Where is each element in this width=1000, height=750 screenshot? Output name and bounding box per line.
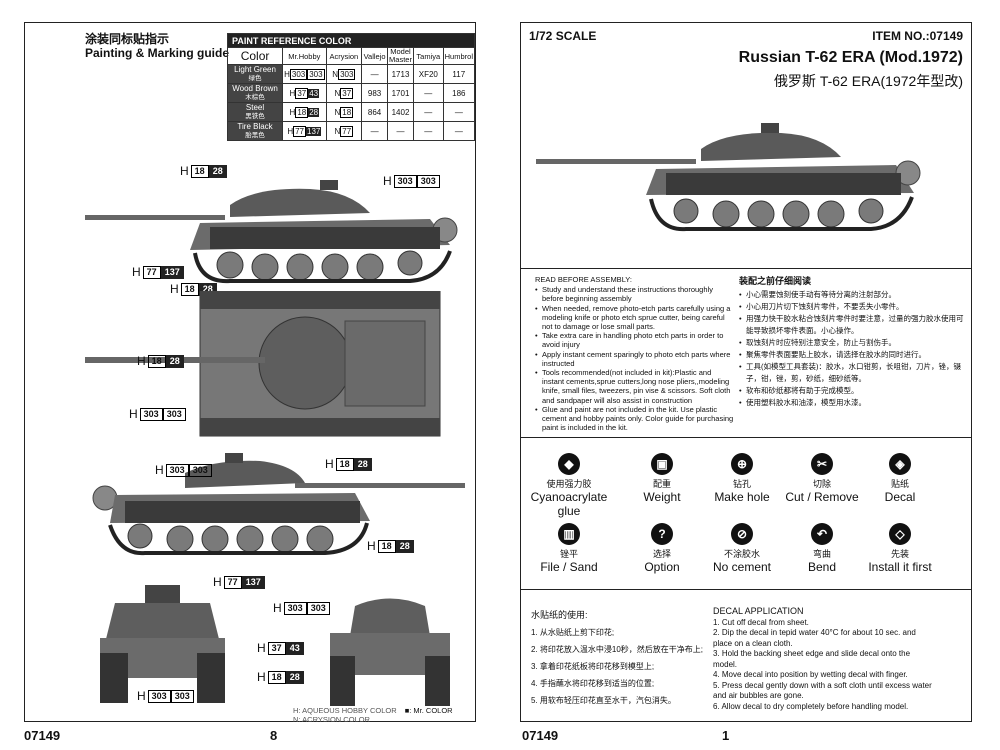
item-number: ITEM NO.:07149 <box>872 29 963 43</box>
read-before-heading-en: READ BEFORE ASSEMBLY: <box>535 275 632 284</box>
tank-side-view-right <box>92 453 465 556</box>
col-mrhobby: Mr.Hobby <box>282 47 327 65</box>
decal-section <box>521 589 971 590</box>
tank-side-view-left <box>85 180 458 284</box>
color-legend: H: AQUEOUS HOBBY COLOR ■: Mr. COLOR N: A… <box>293 706 453 724</box>
scale-label: 1/72 SCALE <box>529 29 597 43</box>
question-icon: ? <box>651 523 673 545</box>
glue-icon: ◆ <box>558 453 580 475</box>
right-item-code: 07149 <box>522 728 559 743</box>
left-page-number: 8 <box>270 728 278 743</box>
decal-step-en: 3. Hold the backing sheet edge and slide… <box>713 649 911 669</box>
col-acrysion: Acrysion <box>325 47 363 65</box>
instruction-item-cn: 聚焦零件表面要贴上胶水，请选择在胶水的同时进行。 <box>739 349 964 361</box>
no-glue-icon: ⊘ <box>731 523 753 545</box>
weight-icon: ▣ <box>651 453 673 475</box>
col-color: Color <box>226 47 284 65</box>
instructions-cn: 装配之前仔细阅读 小心需要蚀刻使手动有等待分离的注射部分。 小心用刀片切下蚀刻片… <box>739 275 964 409</box>
decal-icon: ◈ <box>889 453 911 475</box>
col-tamiya: Tamiya <box>412 47 444 65</box>
decal-step-en: 4. Move decal into position by wetting d… <box>713 670 908 679</box>
col-modelmaster: Model Master <box>387 47 414 65</box>
tank-top-view <box>85 291 441 437</box>
read-before-section <box>521 268 971 438</box>
instruction-item: Tools recommended(not included in kit):P… <box>535 368 735 405</box>
painting-guide-page: 涂装同标贴指示 Painting & Marking guide PAINT R… <box>24 22 476 724</box>
instruction-item-cn: 取蚀刻片时应特别注意安全，防止与割伤手。 <box>739 337 964 349</box>
read-before-heading-cn: 装配之前仔细阅读 <box>739 276 812 286</box>
instruction-item: Take extra care in handling photo etch p… <box>535 331 735 349</box>
drill-icon: ⊕ <box>731 453 753 475</box>
instruction-item: Study and understand these instructions … <box>535 285 735 303</box>
decal-step-en: 5. Press decal gently down with a soft c… <box>713 680 932 701</box>
file-icon: ▥ <box>558 523 580 545</box>
instruction-item-cn: 小心用刀片切下蚀刻片零件，不要丢失小零件。 <box>739 301 964 313</box>
kit-title-cn: 俄罗斯 T-62 ERA(1972年型改) <box>773 73 963 89</box>
col-humbrol: Humbrol <box>442 47 476 65</box>
col-vallejo: Vallejo <box>361 47 388 65</box>
decal-instructions-en: DECAL APPLICATION 1. Cut off decal from … <box>713 606 932 711</box>
instruction-item-cn: 小心需要蚀刻使手动有等待分离的注射部分。 <box>739 289 964 301</box>
tank-front-view <box>100 585 225 703</box>
decal-instructions-cn: 水贴纸的使用: 1. 从水贴纸上剪下印花; 2. 将印花放入温水中浸10秒，然后… <box>531 607 721 709</box>
instruction-item-cn: 软布和砂纸都将有助于完成模型。 <box>739 385 964 397</box>
right-page-number: 1 <box>722 728 730 743</box>
instruction-item: Apply instant cement sparingly to photo … <box>535 350 735 368</box>
instruction-item-cn: 使用塑料胶水和油漆，模型用水漆。 <box>739 397 964 409</box>
instruction-item: When needed, remove photo-etch parts car… <box>535 304 735 332</box>
scissors-icon: ✂ <box>811 453 833 475</box>
instructions-en: READ BEFORE ASSEMBLY: Study and understa… <box>535 275 735 432</box>
decal-step-cn: 4. 手指蘸水将印花移到适当的位置; <box>531 679 655 688</box>
kit-title-en: Russian T-62 ERA (Mod.1972) <box>738 49 963 66</box>
bend-icon: ↶ <box>811 523 833 545</box>
decal-step-en: 1. Cut off decal from sheet. <box>713 617 809 627</box>
box-art-tank <box>536 123 921 232</box>
install-first-icon: ◇ <box>889 523 911 545</box>
decal-step-cn: 3. 拿着印花纸板将印花移到模型上; <box>531 662 655 671</box>
decal-step-en: 6. Allow decal to dry completely before … <box>713 701 909 711</box>
paint-reference-table: PAINT REFERENCE COLOR Color Mr.Hobby Acr… <box>226 33 476 141</box>
left-item-code: 07149 <box>24 728 61 743</box>
tank-rear-view <box>330 598 450 706</box>
decal-step-cn: 1. 从水贴纸上剪下印花; <box>531 628 615 637</box>
instruction-item-cn: 用强力快干胶水粘合蚀刻片零件时要注意，过量的强力胶水使用可能导致损坏零件表面。小… <box>739 313 964 337</box>
instruction-item: Glue and paint are not included in the k… <box>535 405 735 433</box>
paint-table-title: PAINT REFERENCE COLOR <box>227 33 475 48</box>
decal-step-en: 2. Dip the decal in tepid water 40°C for… <box>713 628 916 648</box>
guide-title-en: Painting & Marking guide <box>85 46 230 60</box>
guide-title-cn: 涂装同标贴指示 <box>85 32 170 46</box>
decal-step-cn: 2. 将印花放入温水中浸10秒，然后放在干净布上; <box>531 645 704 654</box>
decal-step-cn: 5. 用软布轻压印花直至水干，汽包消失。 <box>531 696 676 705</box>
instruction-item-cn: 工具(如模型工具套装)：胶水，水口钳剪，长咀钳，刀片，锉，镊子，钳，锉，剪，砂纸… <box>739 361 964 385</box>
cover-instructions-page: 1/72 SCALE ITEM NO.:07149 Russian T-62 E… <box>520 22 972 722</box>
